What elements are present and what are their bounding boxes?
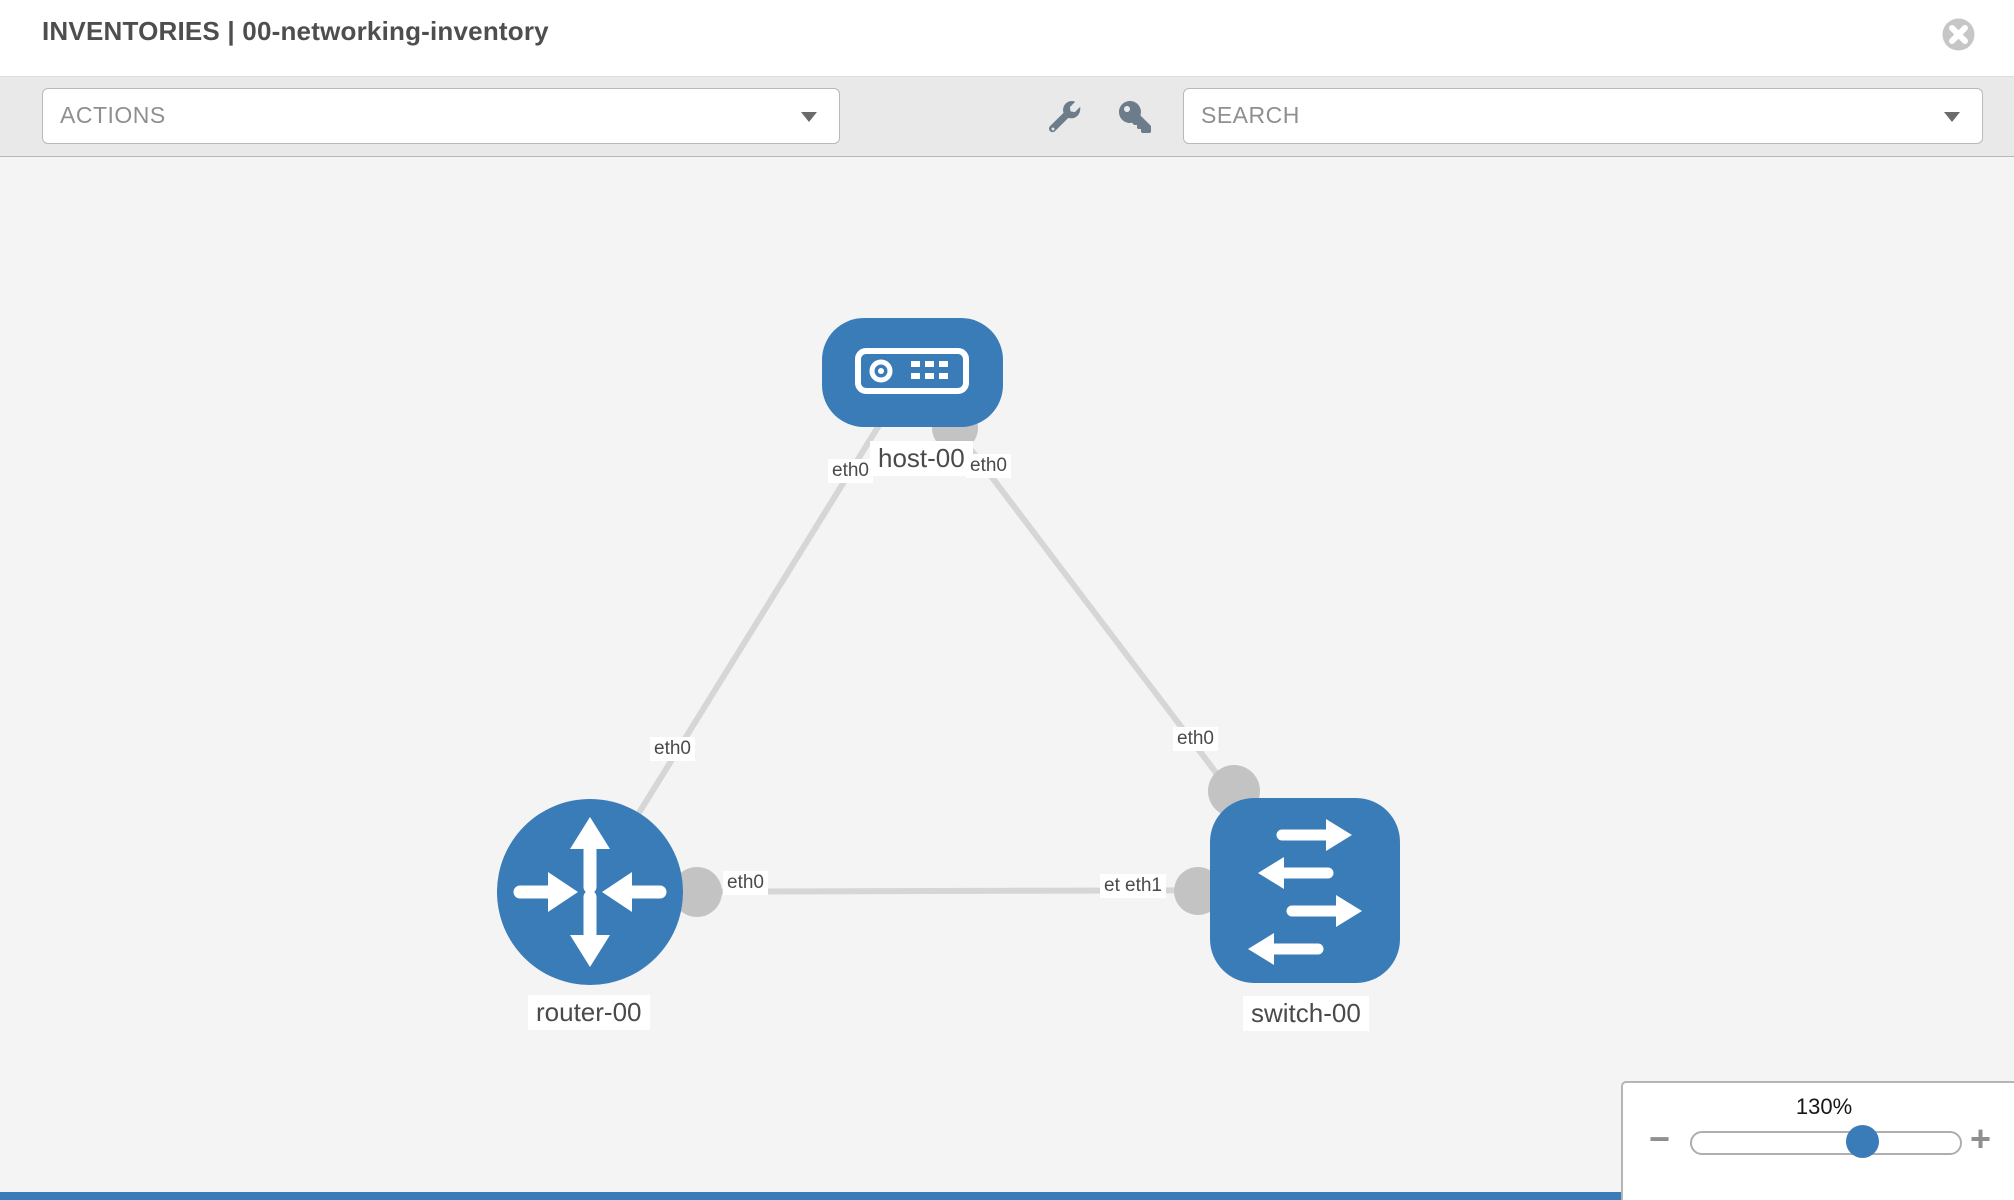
topology-graph <box>497 318 1400 985</box>
zoom-out-button[interactable]: − <box>1649 1118 1671 1159</box>
topology-canvas[interactable]: host-00 eth0 eth0 eth0 eth0 eth0 eth0 et… <box>0 157 2014 1200</box>
node-switch[interactable] <box>1210 798 1400 983</box>
zoom-level-value: 130% <box>1795 1094 1853 1119</box>
key-icon <box>1119 101 1151 133</box>
interface-label-host-eth0-right: eth0 <box>966 454 1011 478</box>
search-dropdown[interactable]: SEARCH <box>1183 88 1983 144</box>
interface-label-router-lan: eth0 <box>723 871 768 895</box>
endpoint-router-right[interactable] <box>672 867 722 917</box>
key-button[interactable] <box>1119 101 1151 133</box>
wrench-icon <box>1049 101 1081 133</box>
node-router[interactable] <box>497 799 683 985</box>
zoom-in-button[interactable]: + <box>1970 1118 1992 1159</box>
switch-node-label: switch-00 <box>1243 996 1369 1031</box>
switch-icon <box>1248 819 1362 965</box>
interface-label-host-eth0-left: eth0 <box>828 459 873 483</box>
search-dropdown-label: SEARCH <box>1201 102 1300 128</box>
toolbar: ACTIONS SEARCH <box>0 76 2014 158</box>
close-icon <box>1942 18 1975 51</box>
wrench-button[interactable] <box>1049 101 1081 133</box>
router-node-label: router-00 <box>528 995 650 1030</box>
actions-dropdown-label: ACTIONS <box>60 102 166 128</box>
canvas-bottom-border <box>0 1192 1623 1200</box>
interface-label-router-uplink: eth0 <box>650 737 695 761</box>
router-icon <box>513 817 667 967</box>
zoom-control-panel: 130% − + <box>1621 1081 2014 1200</box>
zoom-slider-track[interactable] <box>1690 1131 1962 1155</box>
interface-label-switch-lan-front: eth1 <box>1121 874 1166 898</box>
header-bar: INVENTORIES | 00-networking-inventory <box>0 0 2014 76</box>
zoom-slider-thumb[interactable] <box>1846 1125 1879 1158</box>
close-button[interactable] <box>1941 17 1976 52</box>
chevron-down-icon <box>801 112 817 122</box>
chevron-down-icon <box>1944 112 1960 122</box>
host-node-label: host-00 <box>870 441 973 476</box>
node-host[interactable] <box>822 318 1003 427</box>
link-host-router[interactable] <box>587 370 915 894</box>
interface-label-switch-uplink: eth0 <box>1173 727 1218 751</box>
actions-dropdown[interactable]: ACTIONS <box>42 88 840 144</box>
host-icon <box>855 348 969 394</box>
page-title: INVENTORIES | 00-networking-inventory <box>42 16 549 46</box>
